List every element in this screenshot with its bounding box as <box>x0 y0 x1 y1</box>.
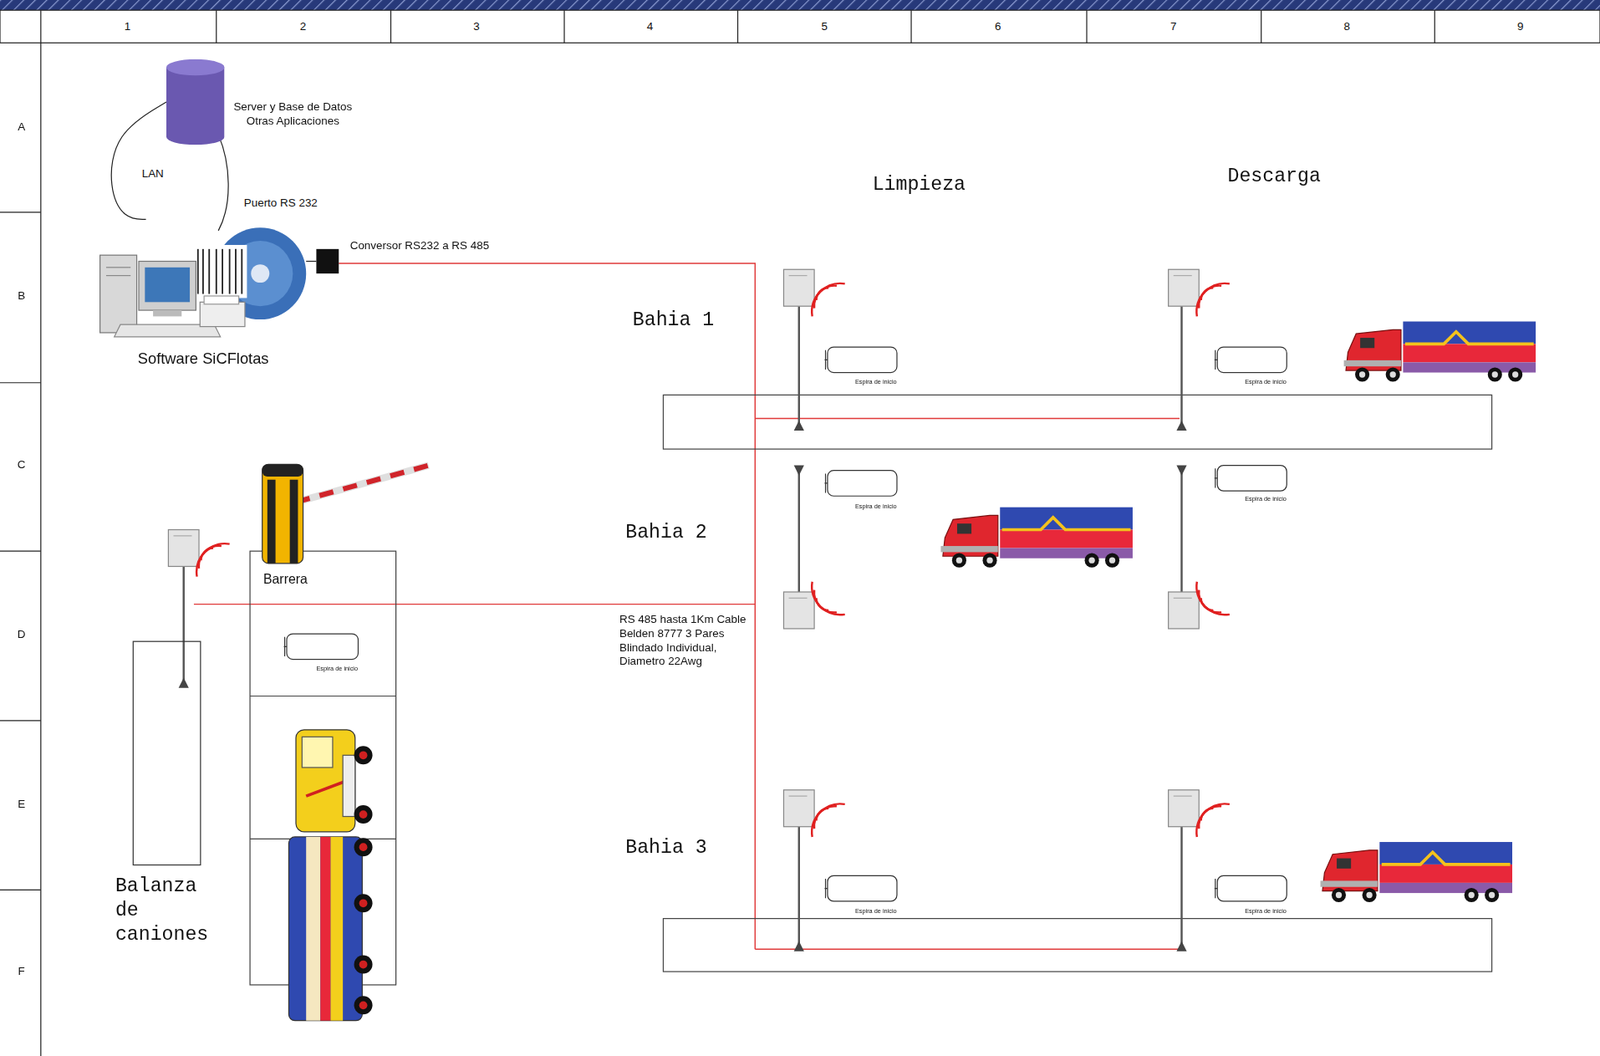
zone-title: Limpieza <box>872 173 966 199</box>
grid-column-number: 8 <box>1344 19 1351 34</box>
cylinder-outline <box>166 59 225 146</box>
grid-column-number: 6 <box>994 19 1001 34</box>
connector-label: Puerto RS 232 <box>243 195 320 209</box>
grid-column-number: 4 <box>647 19 653 34</box>
bay-name: Bahia 3 <box>625 836 707 862</box>
truck-scale: Balanza de caniones <box>132 641 202 867</box>
loop-lead <box>1214 359 1218 361</box>
loop-lead <box>1214 350 1216 370</box>
grid-column-number: 5 <box>821 19 828 34</box>
loop-rect <box>1217 346 1287 373</box>
converter-box: Conversor RS232 a RS 485 <box>315 249 339 274</box>
loop-outline <box>1214 346 1289 374</box>
grid-column-number: 3 <box>473 19 479 34</box>
connector <box>111 101 167 220</box>
database-cylinder: Server y Base de Datos Otras Aplicacione… <box>166 59 225 146</box>
grid-row-letter: D <box>17 627 26 643</box>
grid-column-number: 9 <box>1517 19 1524 34</box>
induction-loop: Espira de inicio <box>824 346 898 374</box>
loop-rect <box>1217 465 1287 492</box>
loop-rect <box>827 470 897 497</box>
connector <box>305 260 316 262</box>
loop-lead <box>825 473 826 493</box>
grid-row-letter: F <box>18 964 26 979</box>
induction-loop: Espira de inicio <box>1214 346 1289 374</box>
grid-row-letter: A <box>17 120 26 135</box>
loop-lead <box>1214 468 1216 488</box>
loop-rect <box>827 346 897 373</box>
bay-name: Bahia 2 <box>625 521 707 546</box>
node-text: Espira de inicio <box>1244 907 1287 916</box>
barrier-label: Barrera <box>263 571 308 589</box>
loop-outline <box>824 874 898 902</box>
zone-title: Descarga <box>1227 165 1320 190</box>
loop-lead <box>284 636 286 657</box>
grid-column-number: 2 <box>300 19 306 34</box>
grid-column-number: 1 <box>124 19 131 34</box>
node-text: Espira de inicio <box>855 378 897 387</box>
loop-outline <box>283 632 359 661</box>
induction-loop: Espira de inicio <box>1214 874 1289 902</box>
cylinder-top <box>166 59 225 77</box>
node-text: Espira de inicio <box>1244 495 1287 504</box>
node-text: Conversor RS232 a RS 485 <box>350 239 490 254</box>
loop-lead <box>1214 477 1218 479</box>
node-text: Server y Base de Datos Otras Aplicacione… <box>232 100 353 129</box>
node-text: Espira de inicio <box>855 907 897 916</box>
loop-rect <box>827 875 897 902</box>
loop-outline <box>1214 874 1289 902</box>
grid-row-letter: C <box>17 458 26 473</box>
grid-row-letter: B <box>17 289 26 304</box>
loop-outline <box>824 469 898 498</box>
loop-outline <box>1214 463 1289 492</box>
node-text: Espira de inicio <box>315 665 358 673</box>
loop-lead <box>1214 887 1218 889</box>
node-text: Espira de inicio <box>1244 378 1287 387</box>
loop-rect <box>1217 875 1287 902</box>
cylinder-body <box>166 67 225 146</box>
loop-lead <box>1214 878 1216 898</box>
induction-loop: Espira de inicio <box>283 632 359 661</box>
induction-loop: Espira de inicio <box>1214 463 1289 492</box>
induction-loop: Espira de inicio <box>824 874 898 902</box>
cable-note: RS 485 hasta 1Km Cable Belden 8777 3 Par… <box>619 611 750 668</box>
grid-column-number: 7 <box>1170 19 1177 34</box>
loop-rect <box>286 633 358 660</box>
node-text: Balanza de caniones <box>115 874 218 948</box>
node-text: Software SiCFlotas <box>137 348 270 368</box>
node-text: Espira de inicio <box>855 503 897 511</box>
bay-name: Bahia 1 <box>632 309 714 334</box>
software-pc: Software SiCFlotas <box>86 219 306 342</box>
connector-label: LAN <box>140 167 165 181</box>
induction-loop: Espira de inicio <box>824 469 898 498</box>
loop-outline <box>824 346 898 374</box>
loop-lead <box>825 878 826 898</box>
grid-row-letter: E <box>17 796 26 811</box>
loop-lead <box>825 350 826 370</box>
